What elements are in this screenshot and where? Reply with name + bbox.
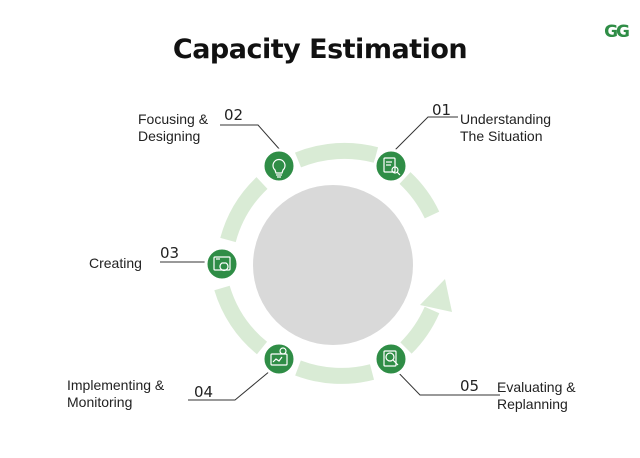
center-circle [253, 185, 413, 345]
ring-segment-left-lower [214, 285, 268, 355]
logo: GG [604, 22, 630, 42]
step-label-05: Evaluating & Replanning [497, 379, 576, 413]
ring-segment-left-upper [220, 177, 268, 243]
step-label-02-line1: Focusing & [138, 111, 209, 127]
step-label-01-line2: The Situation [460, 128, 543, 144]
step-label-04: Implementing & Monitoring [67, 377, 164, 411]
ring-segment-top [294, 142, 379, 168]
magnifier-document-icon [383, 350, 399, 367]
cycle-arrow-head [420, 279, 452, 312]
step-node-05 [373, 341, 409, 377]
page-title: Capacity Estimation [172, 34, 468, 65]
ring-segment-right [399, 172, 440, 219]
step-node-01 [373, 148, 409, 184]
leader-line-05 [391, 365, 500, 396]
step-label-05-line2: Replanning [497, 396, 568, 412]
lightbulb-icon [272, 159, 286, 178]
step-number-05: 05 [460, 377, 480, 395]
chart-board-icon [213, 256, 231, 271]
leader-lines [160, 116, 500, 401]
step-number-01: 01 [432, 101, 452, 119]
ring-segment-arrow [400, 306, 440, 354]
step-node-02 [261, 148, 297, 184]
leader-line-01 [393, 116, 458, 152]
leader-line-04 [188, 365, 277, 401]
step-label-03-line1: Creating [89, 255, 142, 271]
step-number-04: 04 [194, 383, 214, 401]
step-number-03: 03 [160, 244, 180, 262]
step-label-01-line1: Understanding [460, 111, 552, 127]
step-label-02-line2: Designing [138, 128, 201, 144]
ring-segment-bottom [295, 360, 375, 384]
step-label-03: Creating [89, 255, 142, 272]
step-label-05-line1: Evaluating & [497, 379, 576, 395]
step-node-03 [204, 246, 240, 282]
document-search-icon [383, 157, 401, 176]
cycle-ring [214, 142, 440, 384]
step-number-02: 02 [224, 106, 244, 124]
step-label-01: Understanding The Situation [460, 111, 551, 145]
monitor-gear-icon [270, 347, 288, 366]
step-label-04-line1: Implementing & [67, 377, 165, 393]
step-node-04 [261, 341, 297, 377]
step-label-04-line2: Monitoring [67, 394, 133, 410]
step-label-02: Focusing & Designing [138, 111, 208, 145]
leader-line-02 [220, 124, 282, 152]
